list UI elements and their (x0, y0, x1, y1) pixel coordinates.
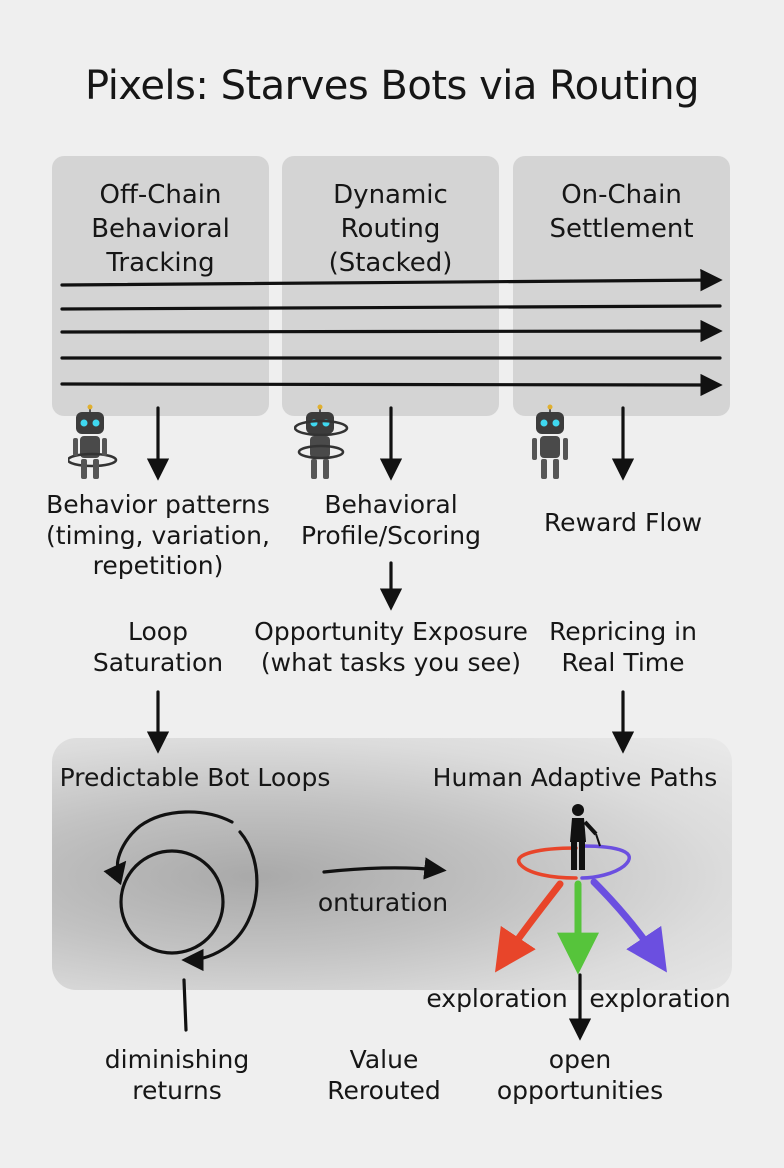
diagram-title: Pixels: Starves Bots via Routing (85, 63, 699, 109)
node-behavioral-profile: Behavioral Profile/Scoring (300, 490, 481, 550)
flow-line-2 (60, 304, 722, 311)
bottom-comparison-panel (52, 738, 732, 990)
robot-icon (68, 404, 118, 479)
exploration-path-purple (590, 878, 667, 973)
diminishing-returns-line (182, 978, 188, 1032)
exploration-path-red (495, 880, 564, 973)
node-loop-saturation: Loop Saturation (92, 617, 224, 677)
human-figure-icon (570, 804, 601, 870)
flow-line-5 (60, 373, 723, 397)
node-onturation: onturation (317, 888, 449, 917)
column-panel-dynamic-routing (282, 156, 499, 416)
human-ring-red (516, 846, 578, 866)
loop-to-human-arrow (322, 857, 447, 880)
column-title-dynamic-routing: Dynamic Routing (Stacked) (328, 180, 453, 278)
loop-outer-arc-lower (181, 830, 259, 972)
robot-with-ring-icon (294, 404, 349, 479)
node-repricing: Repricing in Real Time (549, 617, 697, 677)
column-title-off-chain: Off-Chain Behavioral Tracking (91, 180, 230, 278)
loop-inner-circle (119, 849, 225, 955)
column-panel-on-chain (513, 156, 730, 416)
human-ring-red-front (518, 862, 578, 880)
column-title-on-chain: On-Chain Settlement (549, 180, 694, 244)
node-exploration-right: exploration (589, 984, 731, 1013)
node-diminishing-returns: diminishing returns (104, 1045, 250, 1105)
node-value-rerouted: Value Rerouted (327, 1045, 441, 1105)
loop-outer-arc (103, 810, 234, 886)
flow-line-3 (60, 319, 723, 343)
node-exploration-left: exploration (426, 984, 568, 1013)
node-predictable-bot-loops: Predictable Bot Loops (59, 763, 331, 792)
node-behavior-patterns: Behavior patterns (timing, variation, re… (46, 490, 270, 580)
node-reward-flow: Reward Flow (543, 508, 703, 537)
node-human-adaptive-paths: Human Adaptive Paths (432, 763, 718, 792)
node-open-opportunities: open opportunities (496, 1045, 664, 1105)
node-opportunity-exposure: Opportunity Exposure (what tasks you see… (254, 617, 528, 677)
robot-icon (532, 404, 568, 479)
human-ring-purple (580, 844, 632, 880)
flow-line-1 (60, 268, 723, 292)
